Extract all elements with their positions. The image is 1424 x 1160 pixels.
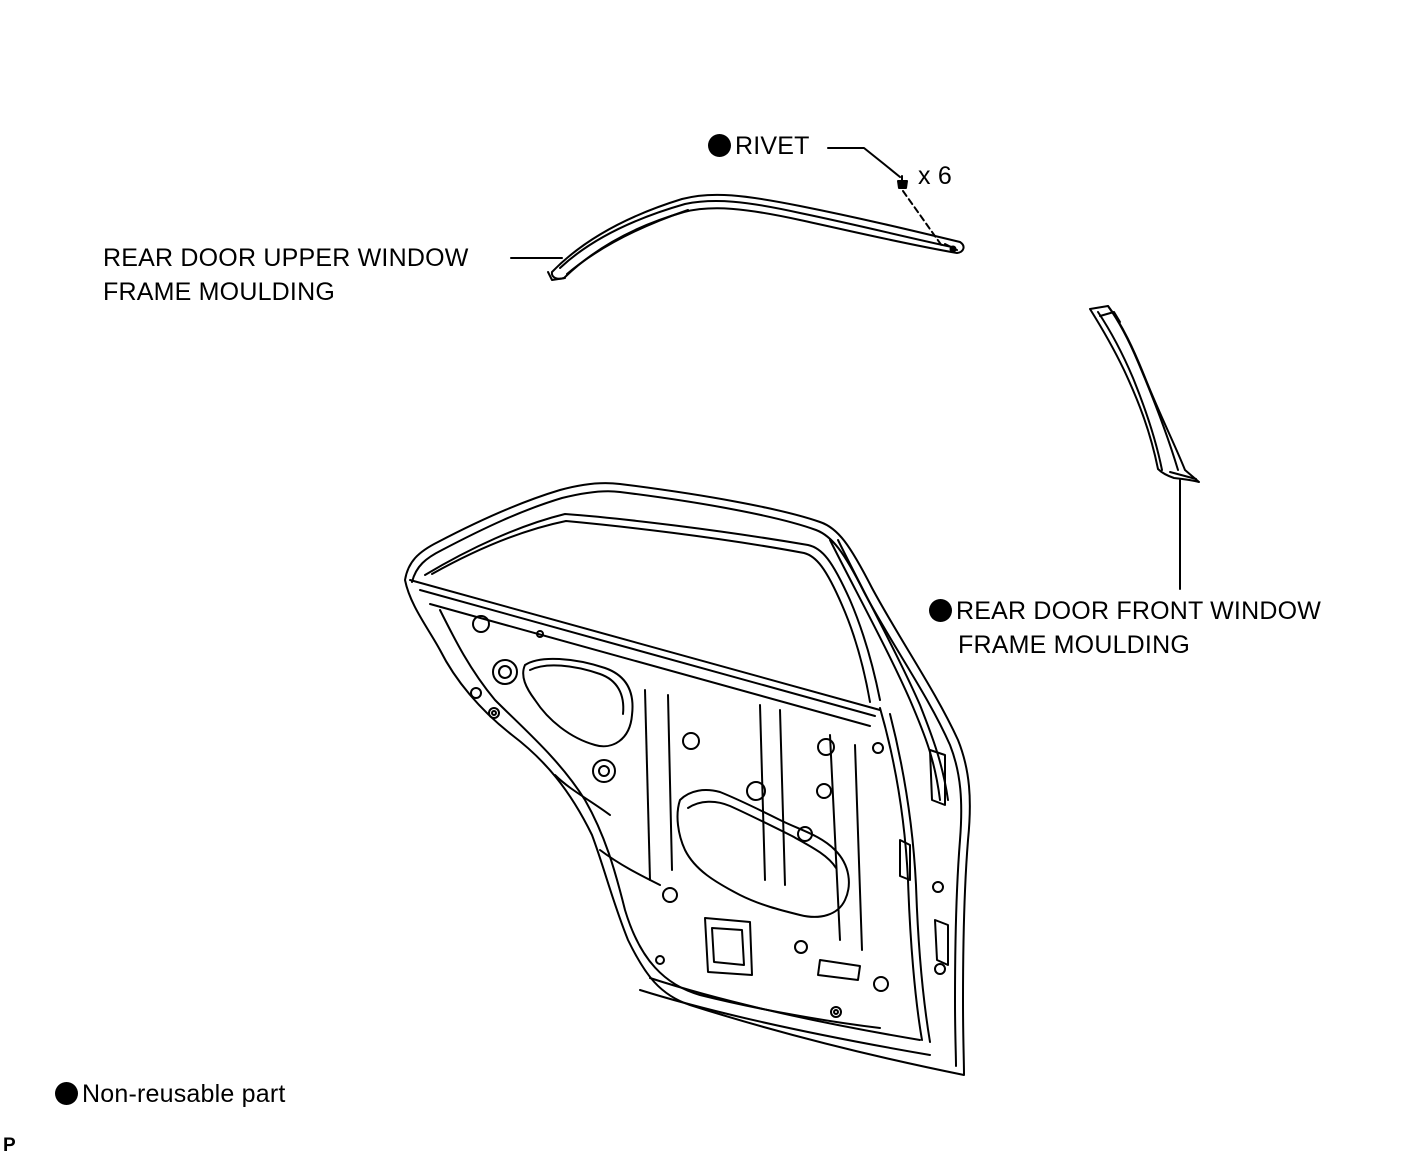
front-moulding-label-line2: FRAME MOULDING <box>958 631 1190 659</box>
rear-door-panel <box>404 482 971 1076</box>
front-moulding-label-line1: REAR DOOR FRONT WINDOW <box>956 597 1322 625</box>
upper-window-frame-moulding <box>547 193 965 281</box>
non-reusable-icon <box>929 599 952 622</box>
rivet-install-line <box>902 190 943 247</box>
front-moulding-label: REAR DOOR FRONT WINDOW FRAME MOULDING <box>929 594 1321 662</box>
rivet-icon <box>897 175 908 189</box>
rivet-label-text: RIVET <box>735 132 810 160</box>
rivet-quantity: x 6 <box>918 162 952 190</box>
corner-mark: P <box>3 1135 16 1156</box>
upper-moulding-label-line1: REAR DOOR UPPER WINDOW <box>103 244 469 272</box>
legend: Non-reusable part <box>55 1077 286 1111</box>
non-reusable-icon <box>708 134 731 157</box>
legend-text: Non-reusable part <box>82 1080 286 1108</box>
front-window-frame-moulding <box>1089 305 1200 483</box>
upper-moulding-label-line2: FRAME MOULDING <box>103 278 335 306</box>
rivet-label: RIVET <box>708 129 810 163</box>
upper-moulding-label: REAR DOOR UPPER WINDOW FRAME MOULDING <box>103 241 469 309</box>
rivet-leader <box>827 147 901 178</box>
non-reusable-icon <box>55 1082 78 1105</box>
